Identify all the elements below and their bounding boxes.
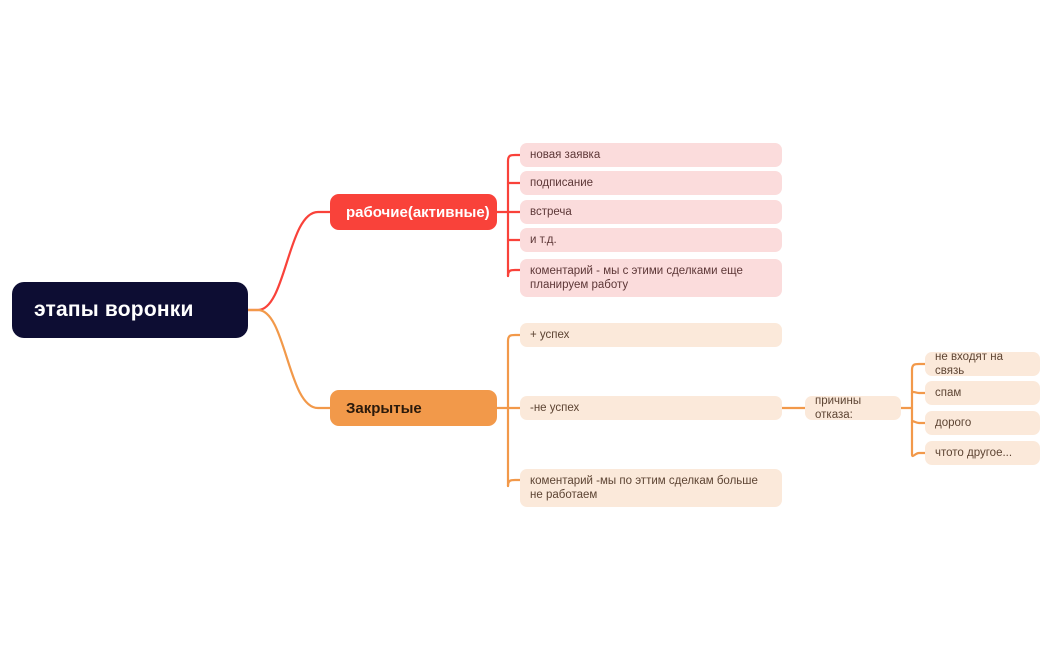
leaf-node-closed-comment-label: коментарий -мы по эттим сделкам больше н…: [530, 475, 758, 501]
leaf-node-success-label: + успех: [530, 329, 570, 341]
edge-reasons-child-4: [910, 451, 927, 458]
leaf-node-failure-label: -не успех: [530, 402, 580, 414]
edge-reasons-child-2: [910, 390, 927, 396]
edge-closed-child-3: [506, 478, 522, 488]
branch-node-closed[interactable]: Закрытые: [330, 390, 497, 426]
leaf-node-etc[interactable]: и т.д.: [520, 228, 782, 252]
leaf-node-new-request[interactable]: новая заявка: [520, 143, 782, 167]
leaf-node-signing[interactable]: подписание: [520, 171, 782, 195]
leaf-node-reason-spam-label: спам: [935, 387, 962, 399]
leaf-node-active-comment[interactable]: коментарий - мы с этими сделками еще пла…: [520, 259, 782, 297]
edge-root-to-closed: [246, 308, 332, 410]
node-rejection-reasons[interactable]: причины отказа:: [805, 395, 901, 421]
edge-active-child-5: [506, 268, 522, 278]
edge-root-to-active: [246, 210, 332, 312]
leaf-node-closed-comment[interactable]: коментарий -мы по эттим сделкам больше н…: [520, 469, 782, 507]
root-node[interactable]: этапы воронки: [12, 282, 248, 338]
leaf-node-success[interactable]: + успех: [520, 323, 782, 347]
leaf-node-reason-other[interactable]: чтото другое...: [925, 441, 1040, 465]
leaf-node-new-request-label: новая заявка: [530, 149, 601, 161]
branch-node-active[interactable]: рабочие(активные): [330, 194, 497, 230]
edge-active-child-1: [506, 153, 522, 163]
leaf-node-failure[interactable]: -не успех: [520, 396, 782, 420]
root-node-label: этапы воронки: [34, 298, 194, 321]
leaf-node-active-comment-label: коментарий - мы с этими сделками еще пла…: [530, 265, 743, 291]
leaf-node-reason-no-contact[interactable]: не входят на связь: [925, 351, 1040, 377]
leaf-node-reason-no-contact-label: не входят на связь: [935, 351, 1003, 377]
leaf-node-meeting[interactable]: встреча: [520, 200, 782, 224]
branch-node-active-label: рабочие(активные): [346, 203, 490, 221]
leaf-node-meeting-label: встреча: [530, 206, 572, 218]
node-rejection-reasons-label: причины отказа:: [815, 395, 862, 421]
leaf-node-signing-label: подписание: [530, 177, 594, 189]
edge-closed-child-1: [506, 333, 522, 343]
leaf-node-etc-label: и т.д.: [530, 234, 557, 246]
edge-reasons-child-3: [910, 420, 927, 425]
edge-reasons-child-1: [910, 362, 927, 372]
leaf-node-reason-expensive[interactable]: дорого: [925, 411, 1040, 435]
branch-node-closed-label: Закрытые: [346, 399, 422, 417]
leaf-node-reason-spam[interactable]: спам: [925, 381, 1040, 405]
leaf-node-reason-other-label: чтото другое...: [935, 447, 1013, 459]
leaf-node-reason-expensive-label: дорого: [935, 417, 972, 429]
